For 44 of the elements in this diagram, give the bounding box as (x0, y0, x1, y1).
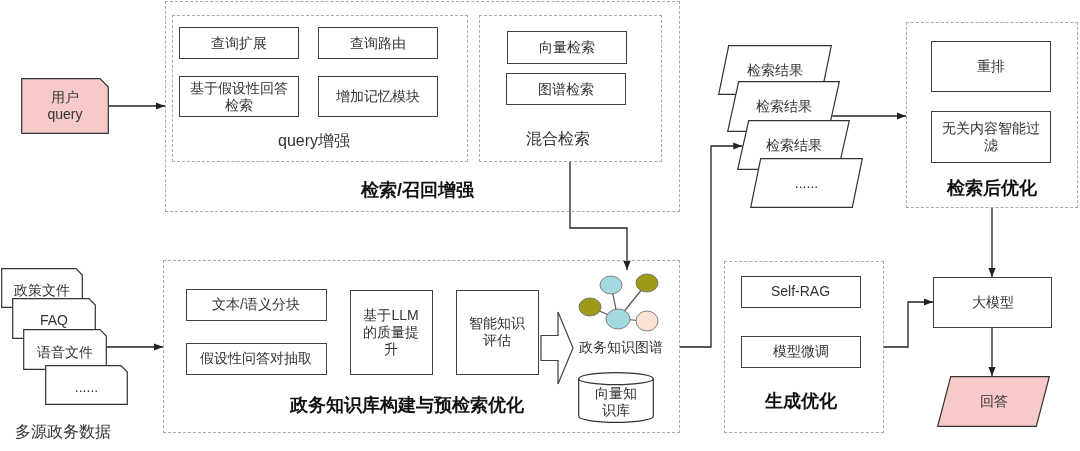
process-box: 查询路由 (318, 27, 438, 59)
document-card: 用户query (21, 78, 109, 134)
process-box: 查询扩展 (179, 27, 299, 59)
process-box: 基于LLM的质量提升 (349, 289, 433, 375)
arrow (108, 102, 166, 110)
group-title: 混合检索 (526, 129, 590, 149)
group-frame (906, 22, 1078, 208)
process-box: 文本/语义分块 (185, 288, 327, 321)
process-box: 向量检索 (507, 31, 627, 64)
group-title: 检索后优化 (946, 176, 1037, 199)
group-frame (165, 1, 680, 212)
process-box: 基于假设性回答检索 (179, 76, 299, 117)
arrow (569, 161, 631, 271)
process-box: 无关内容智能过滤 (930, 110, 1051, 163)
arrow (106, 343, 164, 351)
group-title: 生成优化 (764, 389, 837, 412)
graph-label: 政务知识图谱 (578, 337, 663, 356)
process-box: 模型微调 (740, 335, 861, 368)
group-frame (478, 14, 662, 162)
process-box: 智能知识评估 (455, 289, 539, 375)
data-parallelogram: ...... (750, 158, 863, 208)
process-box: 假设性问答对抽取 (185, 342, 327, 375)
process-box: 图谱检索 (506, 73, 626, 105)
document-card: 语音文件 (23, 329, 107, 370)
block-arrow (540, 311, 574, 385)
arrow (883, 298, 934, 348)
group-frame (171, 14, 468, 162)
process-box: 增加记忆模块 (318, 76, 438, 117)
arrow (679, 142, 743, 348)
group-title: 检索/召回增强 (361, 178, 474, 201)
arrow (988, 327, 996, 377)
group-frame (724, 261, 884, 433)
group-frame (163, 260, 680, 433)
process-box: Self-RAG (740, 275, 861, 308)
arrow (988, 207, 996, 278)
document-card: ...... (45, 365, 128, 405)
process-box: 大模型 (933, 277, 1052, 328)
data-parallelogram: 回答 (937, 376, 1050, 427)
arrow (831, 112, 907, 120)
caption: 多源政务数据 (15, 422, 111, 442)
group-title: 政务知识库构建与预检索优化 (289, 393, 524, 416)
group-title: query增强 (278, 131, 350, 151)
process-box: 重排 (930, 40, 1051, 92)
database-cylinder: 向量知识库 (577, 371, 654, 423)
